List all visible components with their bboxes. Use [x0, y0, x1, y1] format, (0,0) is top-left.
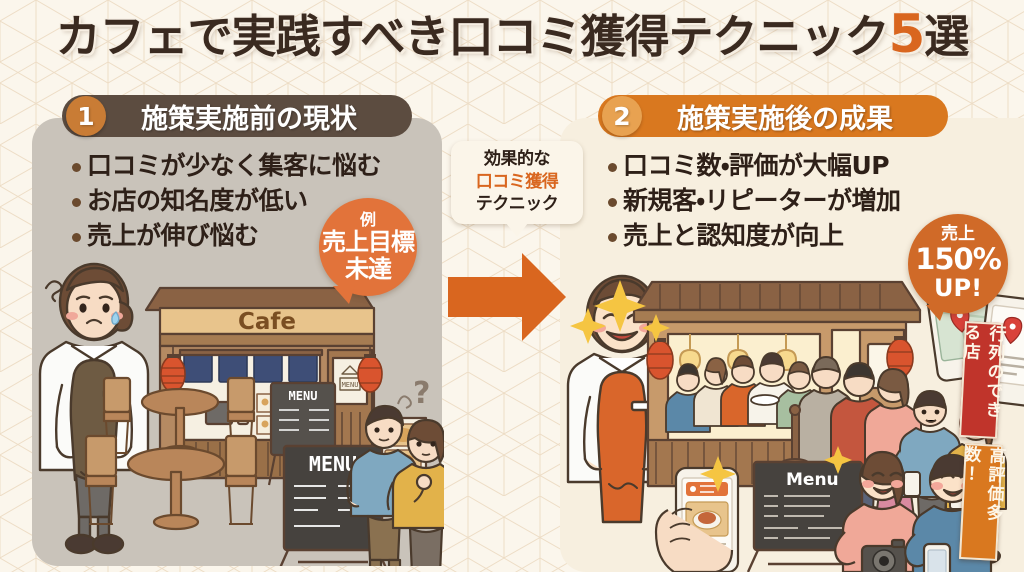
before-scene-illustration: Cafe	[38, 262, 444, 566]
bullet-text: 新規客・リピーターが増加	[623, 186, 901, 215]
after-bullet-list: 口コミ数・評価が大幅UP 新規客・リピーターが増加 売上と認知度が向上	[608, 150, 968, 255]
list-item: 売上と認知度が向上	[608, 220, 968, 252]
after-result-badge: 売上 150% UP!	[908, 214, 1008, 321]
badge-line-2: 150%	[915, 242, 1002, 277]
question-mark-1: ?	[413, 376, 430, 411]
bullet-text: 売上が伸び悩む	[87, 221, 259, 250]
list-item: 売上が伸び悩む	[72, 220, 422, 252]
callout-line-3: テクニック	[475, 194, 559, 215]
section-header-after: 2 施策実施後の成果	[598, 95, 948, 137]
bullet-text: お店の知名度が低い	[87, 186, 308, 215]
door-menu-sign: MENU	[342, 381, 359, 389]
bullet-text: 口コミが少なく集客に悩む	[87, 151, 382, 180]
banner-queue-shop: 行列のできる店	[959, 321, 1006, 439]
title-text-after: 選	[924, 10, 969, 63]
title-highlight-number: 5	[888, 4, 925, 65]
callout-line-1: 効果的な	[484, 149, 551, 169]
bullet-dot-icon	[608, 233, 617, 242]
list-item: お店の知名度が低い	[72, 185, 422, 217]
banner-high-rating: 高評価多数！	[959, 443, 1006, 561]
badge-line-1: 例	[359, 210, 376, 230]
badge-line-3: 未達	[345, 254, 392, 283]
menu-board-after-text: Menu	[786, 470, 839, 490]
badge-line-2: 売上目標	[322, 227, 415, 256]
section-number-badge-1: 1	[66, 96, 106, 136]
badge-line-1: 売上	[941, 224, 975, 245]
bullet-dot-icon	[72, 198, 81, 207]
bullet-text: 売上と認知度が向上	[623, 221, 844, 250]
before-bullet-list: 口コミが少なく集客に悩む お店の知名度が低い 売上が伸び悩む	[72, 150, 422, 255]
list-item: 口コミ数・評価が大幅UP	[608, 150, 968, 182]
page-title: カフェで実践すべき口コミ獲得テクニック5選	[0, 8, 1024, 61]
center-callout: 効果的な 口コミ獲得 テクニック	[451, 141, 583, 224]
bullet-dot-icon	[72, 233, 81, 242]
title-text-before: カフェで実践すべき口コミ獲得テクニック	[55, 10, 890, 63]
bullet-dot-icon	[608, 163, 617, 172]
cafe-sign-text: Cafe	[238, 309, 296, 335]
callout-line-2: 口コミ獲得	[475, 171, 559, 192]
badge-line-3: UP!	[933, 273, 983, 302]
menu-board-small-text: MENU	[289, 389, 318, 403]
section-heading-1: 施策実施前の現状	[141, 103, 357, 135]
section-number-badge-2: 2	[602, 96, 642, 136]
section-header-before: 1 施策実施前の現状	[62, 95, 412, 137]
list-item: 口コミが少なく集客に悩む	[72, 150, 422, 182]
transition-arrow-icon	[448, 253, 566, 341]
bullet-dot-icon	[72, 163, 81, 172]
menu-board-large-text: MENU	[309, 452, 357, 476]
list-item: 新規客・リピーターが増加	[608, 185, 968, 217]
section-heading-2: 施策実施後の成果	[677, 103, 893, 135]
bullet-dot-icon	[608, 198, 617, 207]
bullet-text: 口コミ数・評価が大幅UP	[623, 151, 890, 180]
before-result-badge: 例 売上目標 未達	[319, 198, 417, 304]
